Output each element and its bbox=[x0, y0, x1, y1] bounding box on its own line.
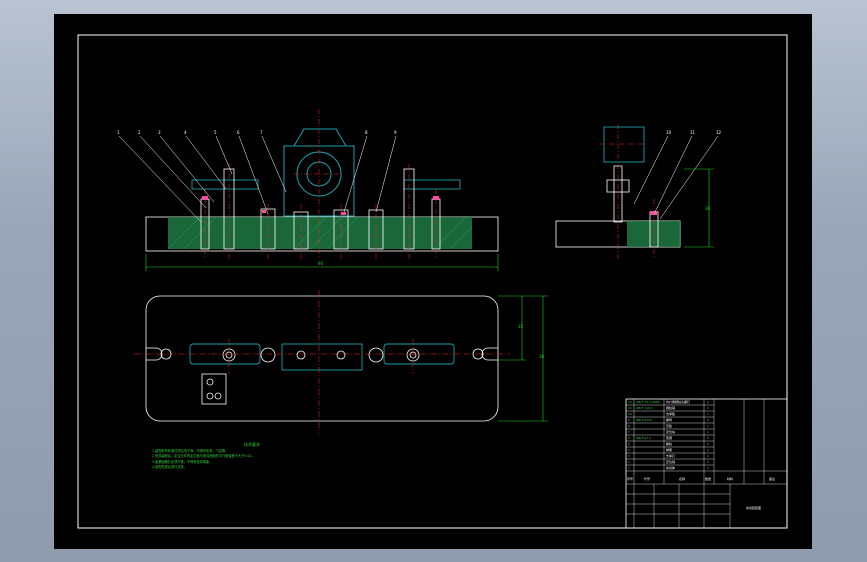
tb-row-name: 定位销 bbox=[666, 459, 675, 464]
balloon-3: 3 bbox=[158, 130, 161, 135]
balloon-7: 7 bbox=[260, 130, 263, 135]
tb-row-std: GB/T 6170 bbox=[636, 418, 652, 422]
balloon-5: 5 bbox=[214, 130, 217, 135]
tb-row-no: 7 bbox=[628, 430, 630, 434]
balloon-8: 8 bbox=[365, 130, 368, 135]
tb-row-name: 弹簧 bbox=[666, 447, 672, 452]
tb-row-name: 定位块 bbox=[666, 429, 675, 434]
dim-overall-length: 90 bbox=[318, 261, 324, 266]
tb-row-std: GB/T 119.1 bbox=[636, 406, 653, 410]
tb-row-qty: 4 bbox=[707, 400, 709, 404]
tb-header-name: 名称 bbox=[679, 476, 685, 481]
tb-row-no: 9 bbox=[628, 418, 630, 422]
tb-row-no: 6 bbox=[628, 436, 630, 440]
balloon-2: 2 bbox=[138, 130, 141, 135]
tech-note-line: 2.夹具装配后，定位元件的定位面与夹具底面的平行度误差不大于0.02。 bbox=[152, 454, 255, 459]
dim-side-height: 30 bbox=[705, 206, 711, 211]
dim-plan-outer: 36 bbox=[539, 354, 545, 359]
tb-row-no: 3 bbox=[628, 454, 630, 458]
tb-row-no: 2 bbox=[628, 460, 630, 464]
tb-row-name: 压板 bbox=[666, 423, 672, 428]
tb-row-name: 夹具体 bbox=[666, 465, 675, 470]
tb-row-name: 支承板 bbox=[666, 411, 675, 416]
tb-row-no: 1 bbox=[628, 466, 630, 470]
tb-row-qty: 2 bbox=[707, 406, 709, 410]
tech-notes: 技术要求 1.装配前所有零件须清洗干净，不得有毛刺、飞边等。 2.夹具装配后，定… bbox=[152, 442, 352, 470]
plan-view bbox=[134, 290, 548, 434]
tech-note-line: 3.各紧固螺钉必须拧紧，不得有松动现象。 bbox=[152, 459, 213, 464]
front-view bbox=[118, 109, 499, 271]
tb-row-qty: 2 bbox=[707, 424, 709, 428]
cad-viewport[interactable]: 1 2 3 4 5 6 7 8 9 10 11 12 90 30 15 36 bbox=[54, 14, 812, 549]
tb-row-qty: 2 bbox=[707, 454, 709, 458]
tb-row-qty: 1 bbox=[707, 466, 709, 470]
tb-row-qty: 2 bbox=[707, 460, 709, 464]
tb-row-no: 12 bbox=[628, 400, 632, 404]
balloon-11: 11 bbox=[690, 130, 696, 135]
balloon-9: 9 bbox=[394, 130, 397, 135]
balloon-10: 10 bbox=[666, 130, 672, 135]
tb-row-name: 垫圈 bbox=[666, 435, 672, 440]
tb-row-no: 8 bbox=[628, 424, 630, 428]
balloon-4: 4 bbox=[184, 130, 187, 135]
tb-row-name: 内六角圆柱头螺钉 bbox=[666, 399, 690, 404]
dim-plan-inner: 15 bbox=[518, 324, 524, 329]
tb-row-name: 支承钉 bbox=[666, 453, 675, 458]
balloon-6: 6 bbox=[237, 130, 240, 135]
sheet-border bbox=[77, 34, 788, 529]
tb-header-note: 备注 bbox=[769, 476, 775, 481]
tb-row-name: 螺母 bbox=[666, 417, 672, 422]
tb-row-qty: 1 bbox=[707, 430, 709, 434]
tech-note-line: 1.装配前所有零件须清洗干净，不得有毛刺、飞边等。 bbox=[152, 449, 229, 454]
tb-header-material: 材料 bbox=[727, 476, 733, 481]
balloon-labels: 1 2 3 4 5 6 7 8 9 10 11 12 bbox=[117, 130, 722, 135]
drawing-sheet: 1 2 3 4 5 6 7 8 9 10 11 12 90 30 15 36 bbox=[77, 34, 788, 529]
tb-row-name: 螺柱 bbox=[666, 441, 672, 446]
tb-row-qty: 1 bbox=[707, 412, 709, 416]
tb-row-no: 10 bbox=[628, 412, 632, 416]
tb-row-std: GB/T 97.1 bbox=[636, 436, 651, 440]
tb-row-qty: 4 bbox=[707, 418, 709, 422]
tb-row-no: 5 bbox=[628, 442, 630, 446]
tech-note-line: 4.装配完成后进行试夹。 bbox=[152, 464, 187, 469]
balloon-12: 12 bbox=[716, 130, 722, 135]
tb-row-name: 圆柱销 bbox=[666, 405, 675, 410]
balloon-1: 1 bbox=[117, 130, 120, 135]
tb-row-no: 4 bbox=[628, 448, 630, 452]
tb-header-qty: 数量 bbox=[705, 476, 711, 481]
tb-header-no: 序号 bbox=[627, 476, 633, 481]
tb-row-qty: 2 bbox=[707, 448, 709, 452]
tb-row-std: GB/T 70.1-2000 bbox=[636, 400, 660, 404]
tb-drawing-name: 夹具装配图 bbox=[746, 505, 761, 510]
tech-notes-title: 技术要求 bbox=[244, 442, 260, 447]
side-view bbox=[555, 124, 719, 259]
tb-row-no: 11 bbox=[628, 406, 632, 410]
tb-row-qty: 4 bbox=[707, 436, 709, 440]
tb-row-qty: 2 bbox=[707, 442, 709, 446]
tb-header-std: 代号 bbox=[644, 476, 650, 481]
